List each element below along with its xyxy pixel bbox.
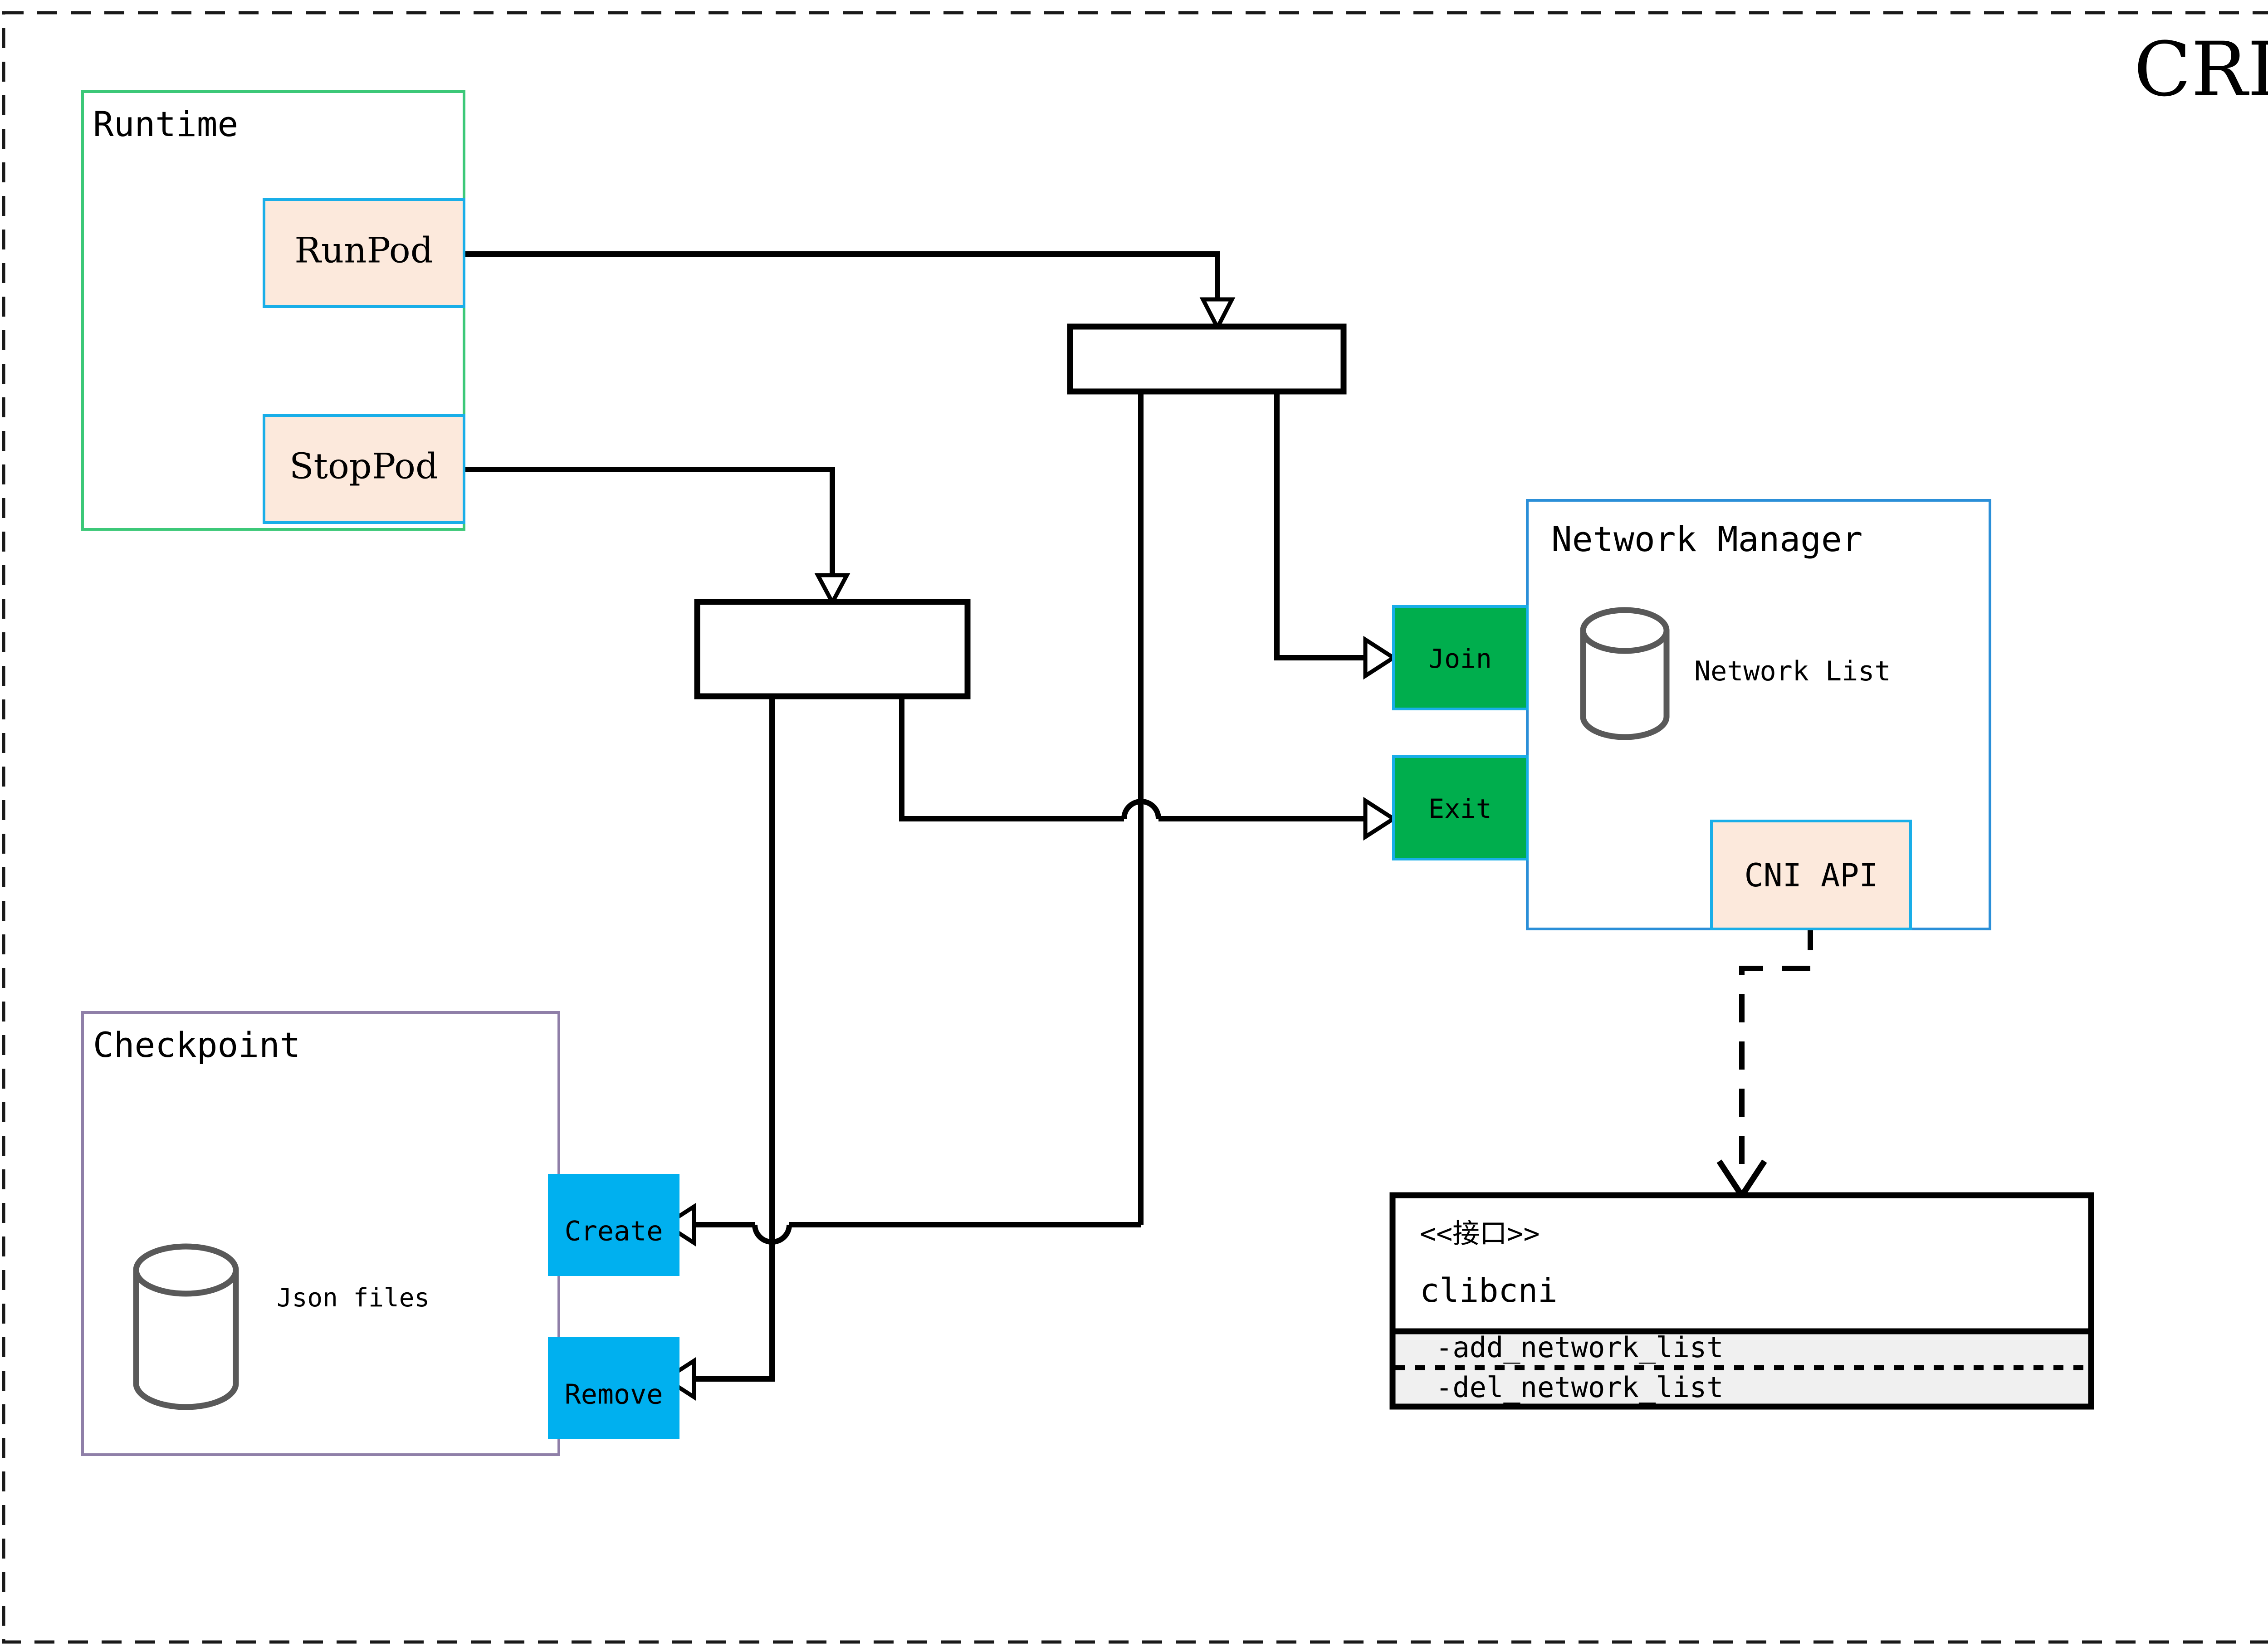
arrow-runpod-to-fork1 xyxy=(1199,297,1236,332)
arrow-to-exit xyxy=(1363,797,1398,841)
runtime-op-runpod-label: RunPod xyxy=(294,230,433,271)
edge-fork1-right-to-join xyxy=(1274,391,1365,660)
cni-api-box[interactable] xyxy=(1710,820,1912,930)
group-network-manager-label: Network Manager xyxy=(1551,519,1862,559)
runtime-op-stoppod-label: StopPod xyxy=(289,446,438,487)
arrow-to-join xyxy=(1363,635,1398,680)
arrow-to-create xyxy=(662,1202,696,1247)
arrow-to-remove xyxy=(662,1357,696,1401)
runtime-op-stoppod[interactable] xyxy=(263,414,465,524)
checkpoint-op-create[interactable] xyxy=(548,1174,679,1276)
interface-method-add: -add_network_list xyxy=(1436,1331,1724,1364)
junction-fork-stoppod xyxy=(694,599,971,699)
runtime-op-runpod[interactable] xyxy=(263,198,465,308)
arrow-realizes-clibcni xyxy=(1716,1159,1767,1201)
datastore-json-files-label: Json files xyxy=(277,1283,430,1313)
datastore-network-list-label: Network List xyxy=(1694,655,1891,687)
network-op-join-label: Join xyxy=(1428,643,1492,674)
page-title: CRI xyxy=(2134,26,2268,113)
checkpoint-op-remove-label: Remove xyxy=(565,1379,663,1411)
group-checkpoint-label: Checkpoint xyxy=(93,1025,301,1065)
datastore-json-files xyxy=(133,1243,239,1410)
edge-runpod-to-fork1 xyxy=(464,251,1220,299)
group-runtime xyxy=(81,90,465,531)
interface-stereotype: <<接口>> xyxy=(1420,1218,1540,1250)
checkpoint-op-remove[interactable] xyxy=(548,1337,679,1439)
datastore-network-list xyxy=(1580,607,1670,740)
interface-method-del: -del_network_list xyxy=(1436,1371,1724,1404)
network-op-exit-label: Exit xyxy=(1428,793,1492,824)
edge-cniapi-dashed xyxy=(1739,966,1810,1173)
edge-fork2-left-to-remove xyxy=(694,696,775,1382)
cni-api-label: CNI API xyxy=(1744,857,1878,894)
edge-stoppod-to-fork2 xyxy=(464,467,835,575)
outer-frame xyxy=(2,11,2268,1644)
edge-fork2-right-to-exit xyxy=(899,696,1124,821)
line-hop-exit xyxy=(1121,799,1161,819)
group-runtime-label: Runtime xyxy=(93,104,238,144)
interface-name: clibcni xyxy=(1420,1271,1557,1310)
checkpoint-op-create-label: Create xyxy=(565,1216,663,1247)
network-op-join[interactable] xyxy=(1392,605,1529,710)
arrow-stoppod-to-fork2 xyxy=(814,573,850,607)
network-op-exit[interactable] xyxy=(1392,755,1529,860)
junction-fork-runpod xyxy=(1067,323,1347,395)
